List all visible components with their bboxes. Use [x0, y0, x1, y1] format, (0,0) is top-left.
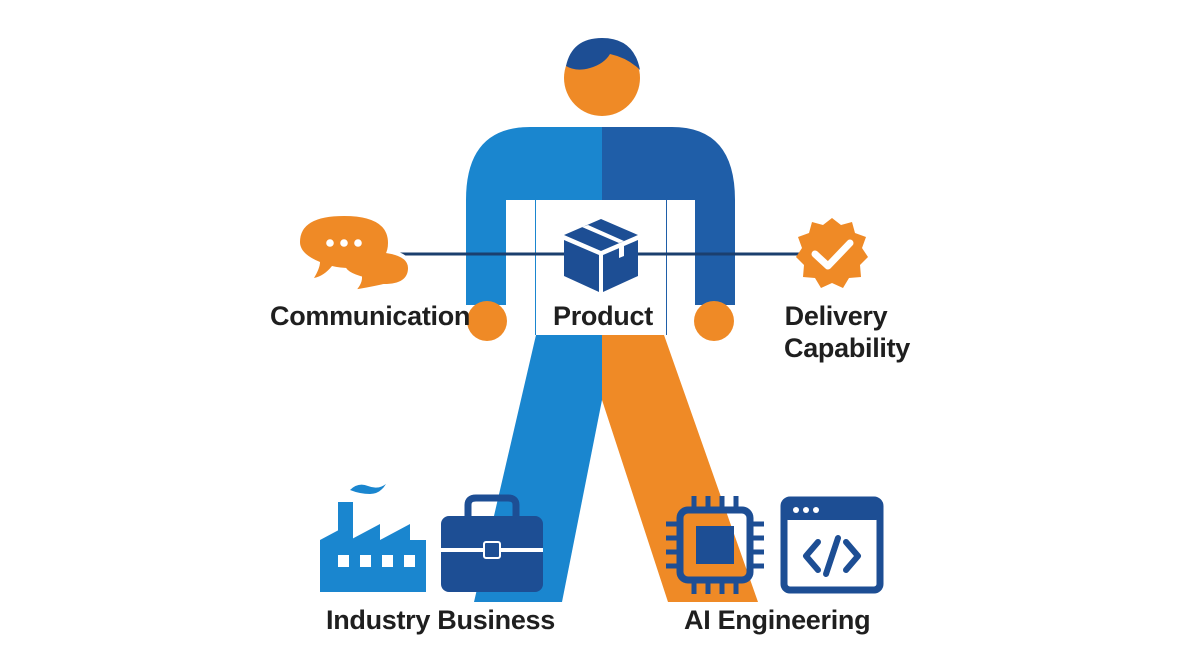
speech-bubbles-icon	[300, 216, 413, 295]
label-ai-engineering: AI Engineering	[684, 605, 871, 635]
factory-icon	[320, 484, 426, 592]
package-box-icon	[564, 219, 638, 292]
left-hand	[467, 301, 507, 341]
code-window-icon	[780, 496, 884, 594]
briefcase-icon	[441, 494, 543, 592]
label-delivery-line2: Capability	[784, 333, 911, 363]
label-delivery-line1: Delivery	[784, 301, 888, 331]
label-product: Product	[553, 301, 653, 331]
badge-check-icon	[796, 218, 868, 288]
hair	[566, 38, 640, 70]
label-communication: Communication	[270, 301, 471, 331]
badge-shape	[796, 218, 868, 288]
right-hand	[694, 301, 734, 341]
label-industry-business: Industry Business	[326, 605, 555, 635]
label-delivery-capability: Delivery Capability	[784, 300, 911, 364]
chip-icon	[666, 496, 764, 594]
